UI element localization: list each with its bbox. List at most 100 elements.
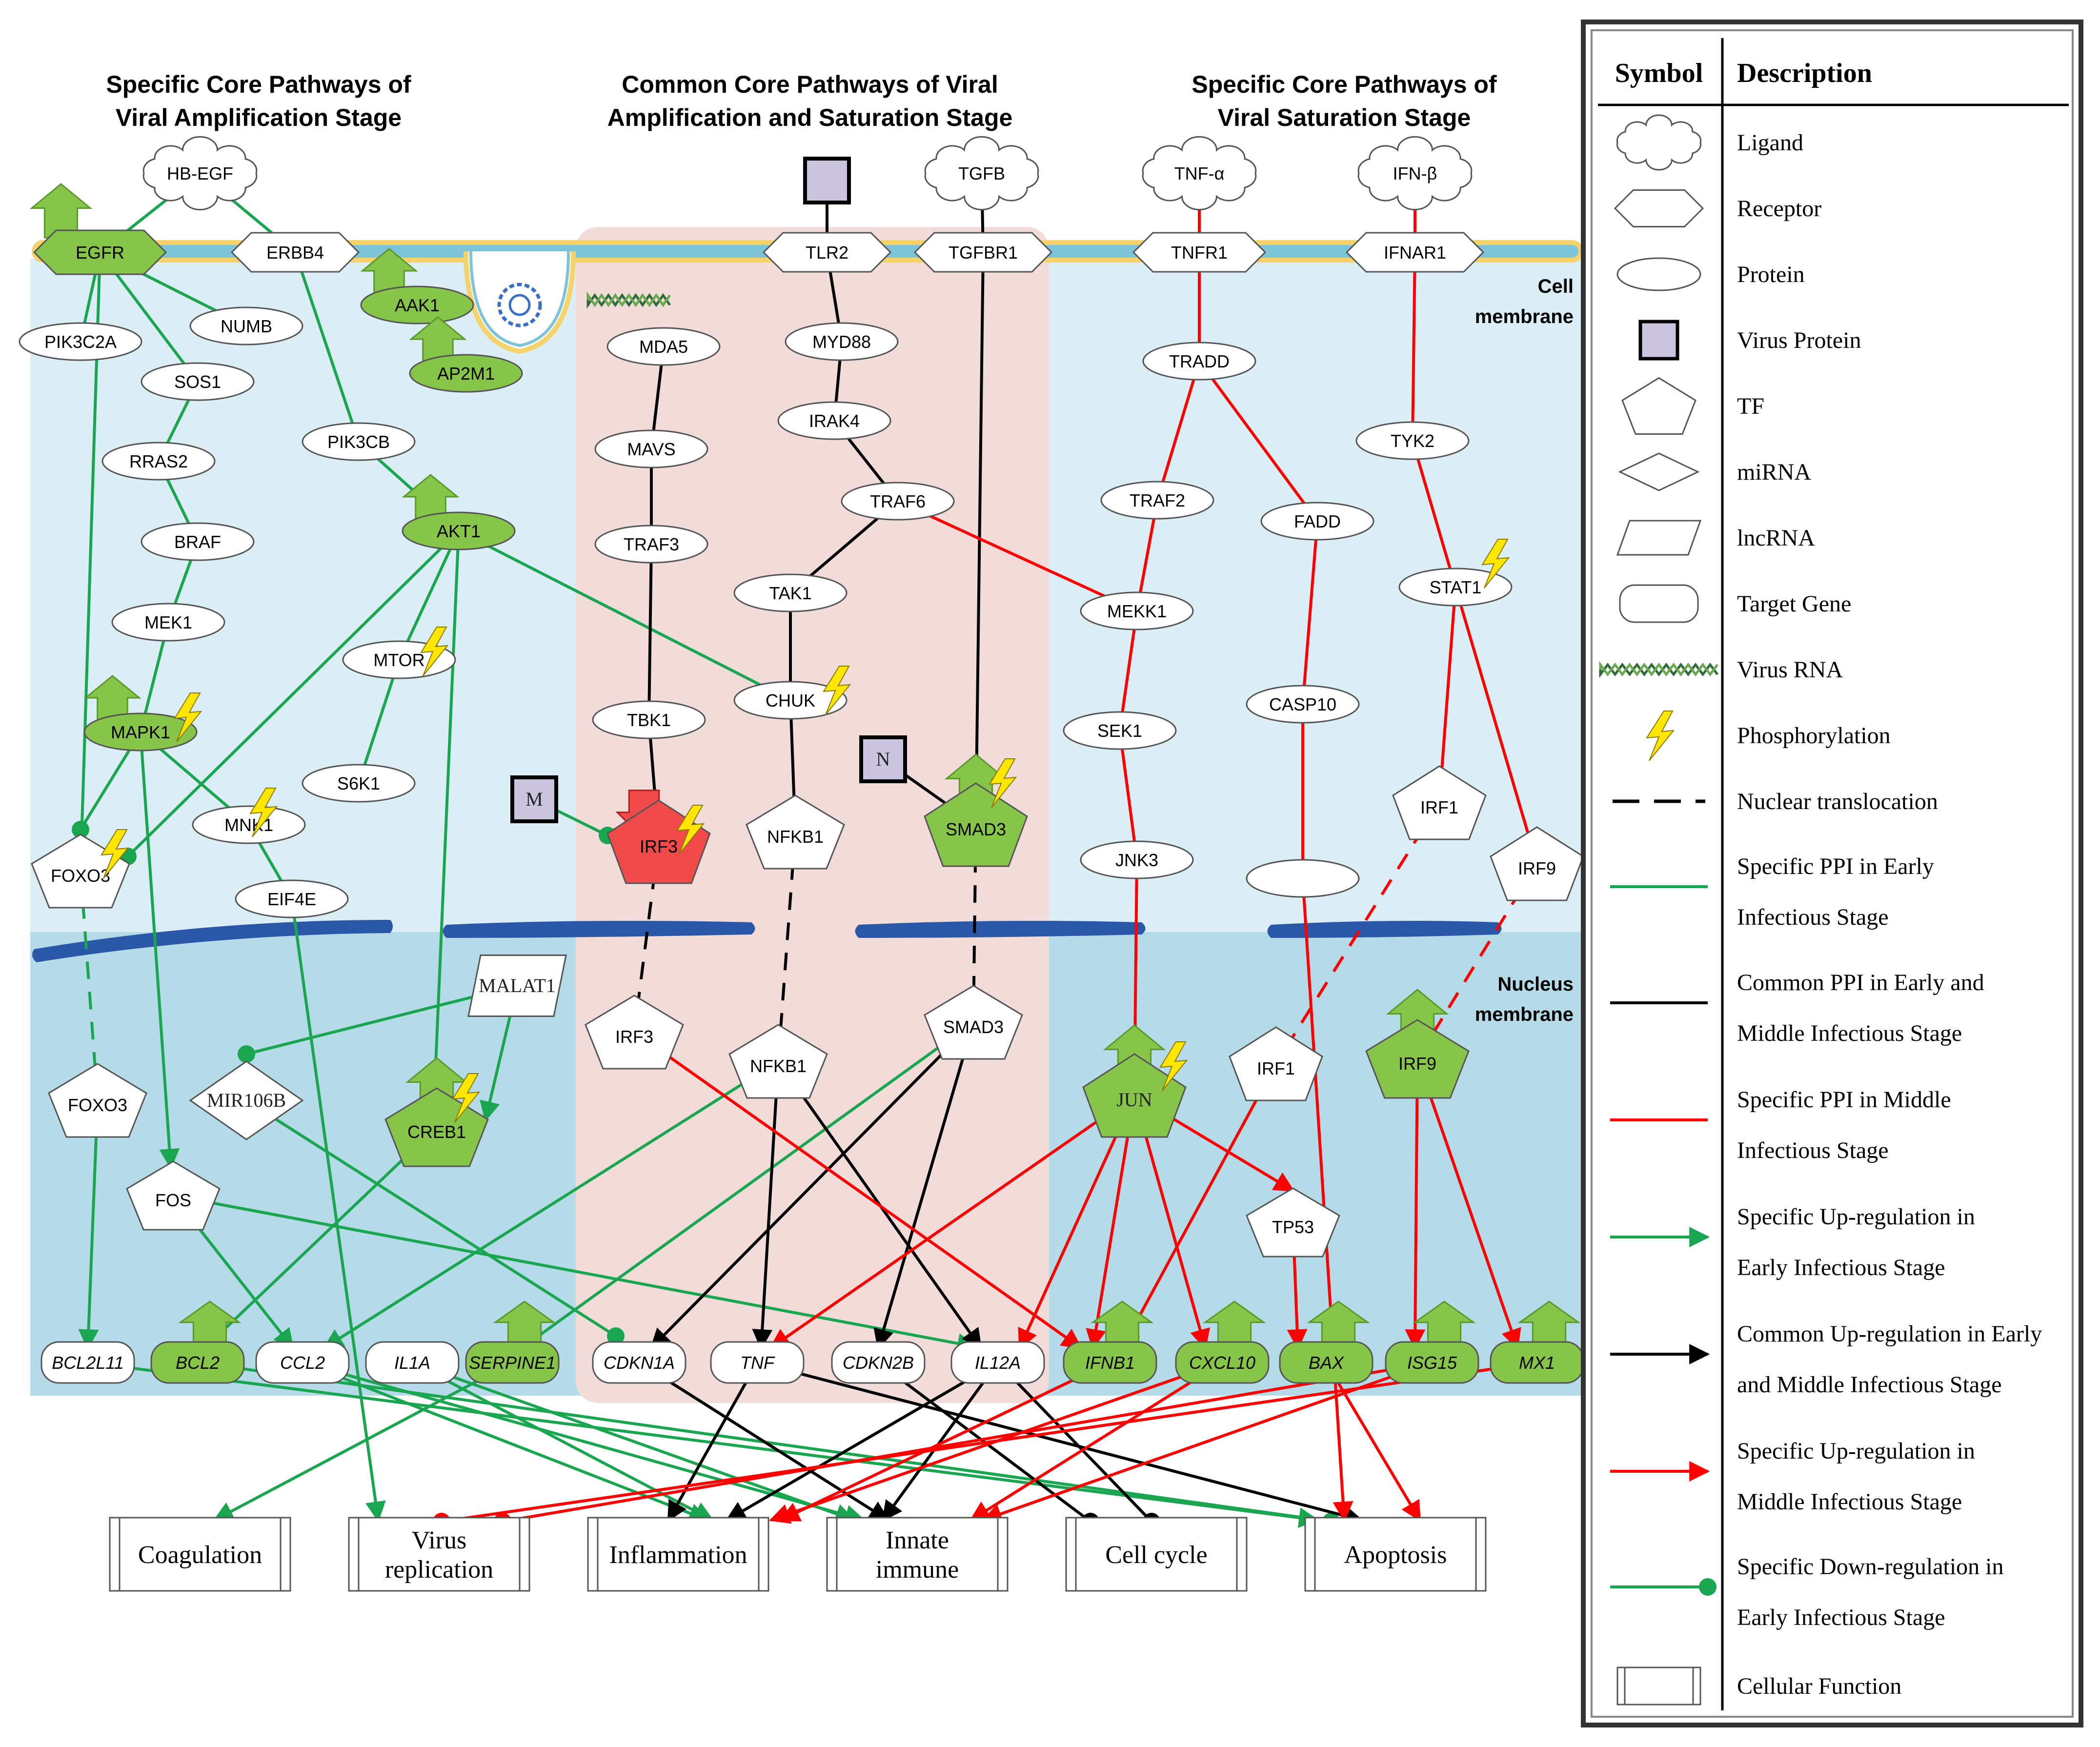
edge-fadd-to-casp10 [1301, 521, 1319, 705]
node-label: FADD [1294, 511, 1341, 531]
node-label: MIR106B [207, 1089, 286, 1111]
node-sek1: SEK1 [1063, 711, 1177, 750]
node-label: TYK2 [1391, 431, 1434, 451]
phosphorylation-icon [1481, 539, 1510, 589]
node-label: IRAK4 [809, 411, 860, 431]
node-inflammation: Inflammation [587, 1517, 769, 1592]
node-label: SOS1 [174, 372, 221, 392]
node-jnk3: JNK3 [1080, 840, 1194, 879]
node-tyk2: TYK2 [1355, 421, 1470, 460]
legend-row-label: Common PPI in Early and [1737, 970, 1984, 995]
edge-traf3-to-tbk1 [647, 544, 653, 720]
node-eif4e: EIF4E [235, 879, 349, 918]
node-tp53: TP53 [1246, 1187, 1340, 1258]
node-label: TNF [740, 1353, 775, 1373]
node-label: TGFB [958, 163, 1005, 183]
legend-row-label: miRNA [1737, 459, 1811, 485]
function-label: immune [876, 1556, 959, 1584]
edge-mapk1-to-fos [139, 731, 180, 1170]
node-ifnb1: IFNB1 [1063, 1300, 1157, 1384]
node-mx1: MX1 [1490, 1300, 1584, 1384]
edge-nfkb1_c-to-nfkb1_n [777, 832, 797, 1062]
title-middle: Common Core Pathways of Viral Amplificat… [607, 71, 1013, 131]
legend-row-square: Virus Protein [1638, 320, 1861, 361]
edge-nfkb1_n-to-ccl2 [323, 1060, 779, 1349]
node-label: IRF3 [615, 1027, 653, 1047]
edge-il12a-to-innate_immune [882, 1361, 999, 1522]
svg-text:Nucleus: Nucleus [1497, 974, 1574, 995]
function-label: Inflammation [609, 1541, 747, 1569]
function-label: Innate [886, 1526, 949, 1554]
edge-ifnar1-to-tyk2 [1411, 252, 1416, 441]
edge-smad3_n-to-serpine1 [520, 1021, 974, 1349]
diamond-icon [1618, 452, 1700, 491]
node-label: SMAD3 [946, 819, 1006, 839]
nuclear-membrane [32, 920, 1502, 962]
node-irf3-n: IRF3 [585, 995, 684, 1070]
node-label: CDKN1A [604, 1353, 675, 1373]
phosphorylation-icon [420, 627, 449, 676]
legend-row-label: Middle Infectious Stage [1737, 1020, 1962, 1046]
phosphorylation-icon [101, 829, 129, 879]
legend-row-label: Infectious Stage [1737, 904, 1889, 930]
edge-ifnb1-to-inflammation [779, 1361, 1111, 1522]
legend-row-ellipse: Protein [1616, 257, 1805, 291]
node-cdkn1a: CDKN1A [592, 1341, 687, 1384]
edge-il12a-to-inflammation [725, 1361, 999, 1522]
node-label: FOXO3 [51, 866, 110, 886]
node-label: SMAD3 [943, 1017, 1004, 1037]
svg-text:Specific Core Pathways of: Specific Core Pathways of [1191, 71, 1497, 98]
node-mapk1: MAPK1 [83, 675, 198, 752]
node-il12a: IL12A [950, 1341, 1045, 1384]
legend-row-cloud: Ligand [1616, 114, 1803, 171]
edge-akt1-to-mtor [398, 530, 460, 661]
node-pik3cb: PIK3CB [302, 422, 416, 461]
legend-row-label: Virus RNA [1737, 657, 1843, 683]
edge-akt1-to-chuk [458, 529, 791, 702]
edge-sek1-to-jnk3 [1118, 730, 1138, 860]
phosphorylation-icon [452, 1073, 481, 1123]
node-blank-ell [1246, 859, 1360, 898]
edge-il1a-to-innate_immune [411, 1361, 856, 1524]
node-chuk: CHUK [733, 681, 848, 720]
node-label: TBK1 [627, 710, 671, 730]
node-mekk1: MEKK1 [1080, 591, 1194, 630]
legend-row-label: Common Up-regulation in Early [1737, 1321, 2042, 1347]
legend-row-label: TF [1737, 393, 1764, 419]
node-label: MYD88 [812, 332, 871, 352]
node-pik3c2a: PIK3C2A [19, 322, 142, 361]
parallelogram-icon [1616, 520, 1702, 556]
node-label: IRF9 [1398, 1054, 1436, 1074]
function-label: Apoptosis [1344, 1541, 1447, 1569]
node-irf9-n: IRF9 [1365, 989, 1470, 1099]
node-label: IRF9 [1518, 858, 1556, 878]
node-label: IFNAR1 [1384, 243, 1446, 263]
node-coagulation: Coagulation [109, 1517, 291, 1592]
node-label: IL1A [394, 1353, 430, 1373]
edge-irf9_n-to-isg15 [1405, 1058, 1426, 1350]
node-mavs: MAVS [594, 429, 708, 468]
legend-row-label: Early Infectious Stage [1737, 1605, 1945, 1630]
node-akt1: AKT1 [402, 474, 516, 550]
legend-row-parallelogram: lncRNA [1616, 520, 1815, 556]
node-aak1: AAK1 [360, 248, 474, 325]
edge-irf9_n-to-mx1 [1416, 1058, 1521, 1350]
lightning-icon [1646, 711, 1675, 761]
edge-tnf-to-inflammation [667, 1361, 759, 1522]
svg-text:Viral Saturation Stage: Viral Saturation Stage [1218, 104, 1471, 131]
edge-isg15-to-virus_replication [494, 1361, 1433, 1530]
cloud-icon [1616, 114, 1702, 171]
node-fos: FOS [126, 1160, 221, 1231]
cell-function-icon [1616, 1666, 1701, 1706]
node-label: CXCL10 [1189, 1353, 1255, 1373]
legend-row-label: Middle Infectious Stage [1737, 1489, 1962, 1515]
node-label: MEKK1 [1107, 601, 1167, 621]
node-traf6: TRAF6 [841, 482, 955, 521]
legend-row-label: Ligand [1737, 130, 1803, 156]
phosphorylation-icon [676, 805, 705, 854]
legend-row-label: Virus Protein [1737, 327, 1861, 353]
node-label: TAK1 [769, 583, 811, 603]
